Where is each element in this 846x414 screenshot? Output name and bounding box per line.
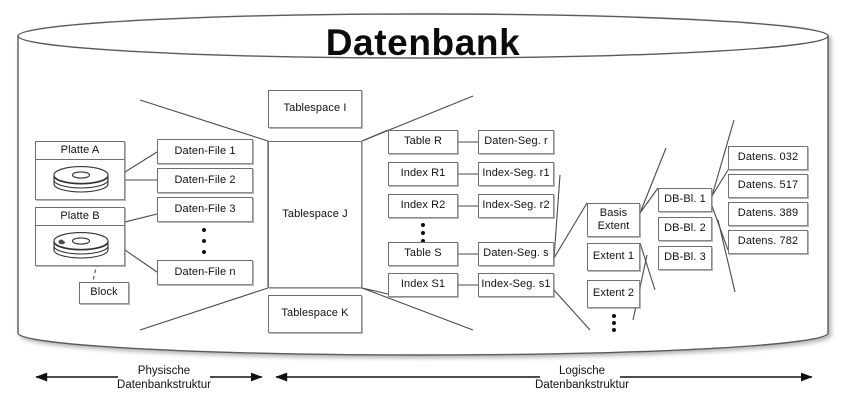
- object-box-index-s1[interactable]: Index S1: [388, 273, 458, 297]
- extent-box-2[interactable]: Extent 2: [587, 280, 640, 308]
- record-box-517[interactable]: Datens. 517: [728, 174, 808, 198]
- extent-basis-line1: Basis: [599, 207, 628, 220]
- segment-extent-connectors: [553, 174, 591, 331]
- record-box-782[interactable]: Datens. 782: [728, 230, 808, 254]
- object-ellipsis-icon: [420, 223, 426, 243]
- tablespace-object-connectors: [361, 95, 474, 331]
- tablespace-box-j[interactable]: Tablespace J: [268, 141, 362, 288]
- axis-label-physical: Physische Datenbankstruktur: [104, 364, 224, 393]
- record-box-032[interactable]: Datens. 032: [728, 146, 808, 170]
- segment-box-index-r2[interactable]: Index-Seg. r2: [478, 194, 554, 218]
- object-box-index-r2[interactable]: Index R2: [388, 194, 458, 218]
- tablespace-box-k[interactable]: Tablespace K: [268, 295, 362, 333]
- axis-label-logical: Logische Datenbankstruktur: [518, 364, 646, 393]
- dbblock-record-connectors: [711, 119, 736, 293]
- datafile-box-n[interactable]: Daten-File n: [157, 260, 253, 285]
- dbblock-box-3[interactable]: DB-Bl. 3: [658, 246, 712, 270]
- tablespace-box-i[interactable]: Tablespace I: [268, 90, 362, 128]
- extent-box-1[interactable]: Extent 1: [587, 243, 640, 271]
- axis-logical-line1: Logische: [558, 365, 606, 377]
- extent-box-basis[interactable]: Basis Extent: [587, 203, 640, 237]
- datafile-box-1[interactable]: Daten-File 1: [157, 139, 253, 164]
- disk-platte-a[interactable]: Platte A: [35, 141, 125, 200]
- axis-logical-line2: Datenbankstruktur: [535, 379, 629, 392]
- object-box-table-r[interactable]: Table R: [388, 130, 458, 154]
- datafile-box-2[interactable]: Daten-File 2: [157, 168, 253, 193]
- physical-connectors: [124, 151, 158, 273]
- dbblock-box-1[interactable]: DB-Bl. 1: [658, 188, 712, 212]
- block-box[interactable]: Block: [79, 282, 129, 304]
- extent-basis-line2: Extent: [597, 220, 630, 232]
- segment-box-index-r1[interactable]: Index-Seg. r1: [478, 162, 554, 186]
- disk-platte-a-label: Platte A: [36, 142, 124, 160]
- segment-box-index-s1[interactable]: Index-Seg. s1: [478, 273, 554, 297]
- segment-box-daten-s[interactable]: Daten-Seg. s: [478, 242, 554, 266]
- axis-physical-line2: Datenbankstruktur: [117, 379, 211, 392]
- object-box-table-s[interactable]: Table S: [388, 242, 458, 266]
- object-box-index-r1[interactable]: Index R1: [388, 162, 458, 186]
- axis-physical-line1: Physische: [137, 365, 191, 377]
- disk-platte-b-label: Platte B: [36, 208, 124, 226]
- datafile-box-3[interactable]: Daten-File 3: [157, 197, 253, 222]
- record-box-389[interactable]: Datens. 389: [728, 202, 808, 226]
- object-segment-links: [458, 141, 478, 286]
- datafile-ellipsis-icon: [201, 228, 207, 254]
- dbblock-box-2[interactable]: DB-Bl. 2: [658, 217, 712, 241]
- extent-ellipsis-icon: [611, 314, 617, 332]
- page-title: Datenbank: [325, 22, 521, 63]
- segment-box-daten-r[interactable]: Daten-Seg. r: [478, 130, 554, 154]
- disk-platter-icon: [36, 160, 124, 201]
- extent-dbblock-connectors: [632, 147, 667, 321]
- disk-platter-icon: [36, 226, 124, 267]
- disk-platte-b[interactable]: Platte B: [35, 207, 125, 266]
